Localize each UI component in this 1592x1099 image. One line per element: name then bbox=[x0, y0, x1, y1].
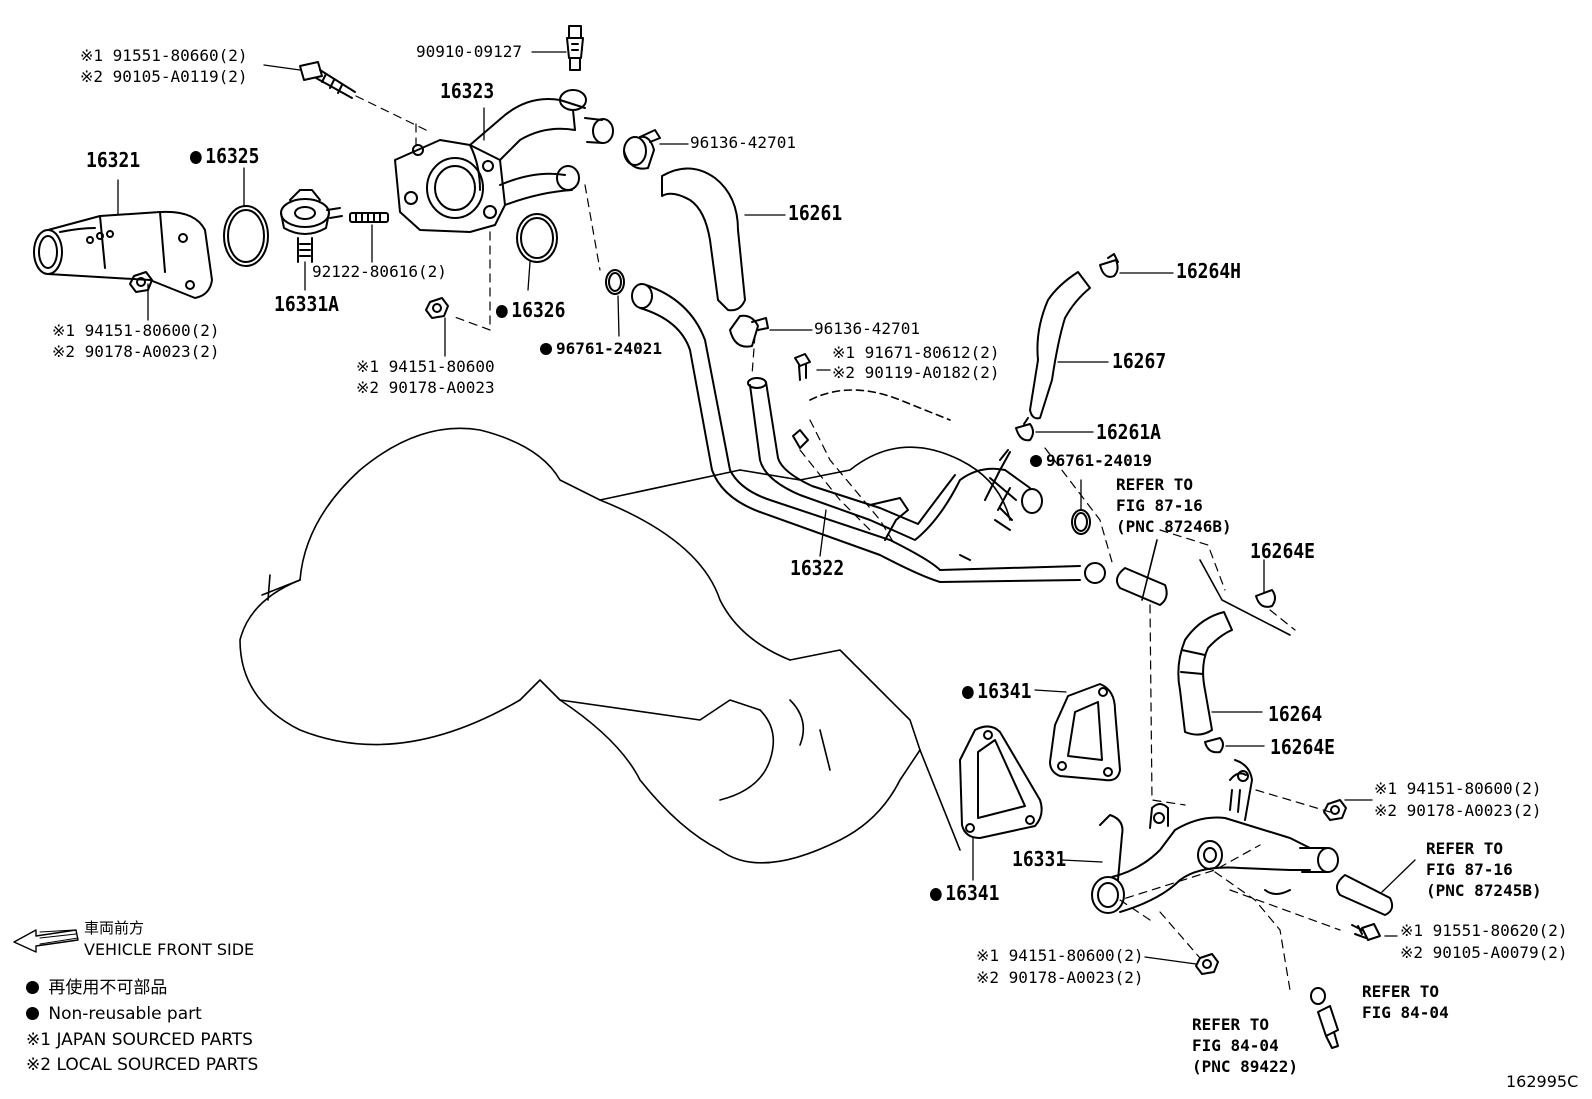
part-16323-water-housing bbox=[394, 89, 614, 233]
label-stud: 92122-80616(2) bbox=[312, 262, 447, 281]
part-16321-water-outlet bbox=[33, 210, 213, 299]
label-16264E-a: 16264E bbox=[1250, 539, 1316, 563]
non-reusable-dot bbox=[962, 686, 974, 699]
hose-16261 bbox=[661, 167, 746, 312]
clamp-16264H bbox=[1099, 253, 1119, 278]
label-ref-a: REFER TO FIG 87-16 (PNC 87246B) bbox=[1116, 475, 1232, 536]
label-16264E-b: 16264E bbox=[1270, 735, 1336, 759]
non-reusable-dot bbox=[190, 151, 202, 164]
label-16261A: 16261A bbox=[1096, 420, 1162, 444]
oring-96761-24021 bbox=[605, 269, 625, 295]
label-nut-right-2: ※2 90178-A0023(2) bbox=[1374, 801, 1542, 820]
sensor-bottom bbox=[1310, 987, 1339, 1049]
sensor-90910 bbox=[566, 25, 584, 71]
front-arrow bbox=[13, 929, 79, 953]
label-bolt-mid-1: ※1 91671-80612(2) bbox=[832, 343, 1000, 362]
clamp-upper bbox=[623, 129, 661, 170]
legend-front-en: VEHICLE FRONT SIDE bbox=[84, 940, 255, 959]
nut-left bbox=[129, 271, 153, 293]
legend-nonreuse-jp: 再使用不可部品 bbox=[26, 978, 167, 998]
diagram-code: 162995C bbox=[1506, 1072, 1579, 1091]
label-clamp-a: 96136-42701 bbox=[690, 133, 796, 152]
gasket-16325 bbox=[223, 205, 269, 267]
oring-96761-24019 bbox=[1071, 509, 1091, 535]
pipe-16322 bbox=[631, 283, 1106, 584]
label-16341-b: 16341 bbox=[930, 882, 999, 904]
gasket-16341-lower bbox=[959, 725, 1043, 839]
clamp-16264E-lower bbox=[1204, 737, 1224, 754]
label-gasket-a: 96761-24021 bbox=[540, 340, 662, 358]
label-bolt-right-2: ※2 90105-A0079(2) bbox=[1400, 943, 1568, 962]
nut-bottom bbox=[1195, 953, 1219, 975]
label-16261: 16261 bbox=[788, 201, 843, 225]
label-ref-c: REFER TO FIG 84-04 bbox=[1362, 982, 1449, 1022]
label-nut-bottom-1: ※1 94151-80600(2) bbox=[976, 946, 1144, 965]
non-reusable-dot bbox=[26, 1007, 39, 1020]
hose-stub-a bbox=[1115, 567, 1168, 606]
label-16331: 16331 bbox=[1012, 847, 1067, 871]
label-16331A: 16331A bbox=[274, 292, 340, 316]
label-top-bolt-2: ※2 90105-A0119(2) bbox=[80, 67, 248, 86]
nut-mid bbox=[425, 297, 449, 319]
bolt-top bbox=[299, 61, 356, 99]
hose-16267 bbox=[1029, 271, 1091, 420]
label-ref-d: REFER TO FIG 84-04 (PNC 89422) bbox=[1192, 1015, 1298, 1076]
legend-front-jp: 車両前方 bbox=[84, 919, 145, 937]
label-nut-mid-2: ※2 90178-A0023 bbox=[356, 378, 495, 397]
stud-92122 bbox=[349, 212, 389, 223]
label-nut-mid-1: ※1 94151-80600 bbox=[356, 357, 495, 376]
label-top-bolt-1: ※1 91551-80660(2) bbox=[80, 46, 248, 65]
label-bolt-mid-2: ※2 90119-A0182(2) bbox=[832, 363, 1000, 382]
label-bolt-right-1: ※1 91551-80620(2) bbox=[1400, 921, 1568, 940]
bolt-right bbox=[1351, 923, 1381, 941]
non-reusable-dot bbox=[540, 343, 552, 355]
label-sensor-top: 90910-09127 bbox=[416, 42, 522, 61]
part-16331-water-inlet bbox=[1091, 759, 1339, 914]
label-16264H: 16264H bbox=[1176, 259, 1242, 283]
non-reusable-dot bbox=[930, 888, 942, 901]
bolt-mid bbox=[794, 353, 811, 381]
label-16325: 16325 bbox=[190, 145, 259, 167]
gasket-16326 bbox=[516, 213, 558, 263]
label-gasket-b: 96761-24019 bbox=[1030, 452, 1152, 470]
label-16326: 16326 bbox=[496, 299, 565, 321]
label-16322: 16322 bbox=[790, 556, 845, 580]
clamp-lower bbox=[729, 314, 769, 348]
label-nut-left-2: ※2 90178-A0023(2) bbox=[52, 342, 220, 361]
label-16323: 16323 bbox=[440, 79, 495, 103]
clamp-16264E-upper bbox=[1255, 589, 1276, 608]
label-nut-right-1: ※1 94151-80600(2) bbox=[1374, 779, 1542, 798]
label-16264: 16264 bbox=[1268, 702, 1323, 726]
label-nut-bottom-2: ※2 90178-A0023(2) bbox=[976, 968, 1144, 987]
hose-stub-b bbox=[1335, 874, 1394, 916]
label-16341-a: 16341 bbox=[962, 680, 1031, 702]
leader-lines bbox=[117, 51, 1416, 965]
label-nut-left-1: ※1 94151-80600(2) bbox=[52, 321, 220, 340]
label-ref-b: REFER TO FIG 87-16 (PNC 87245B) bbox=[1426, 839, 1542, 900]
legend-note-1: ※1 JAPAN SOURCED PARTS bbox=[26, 1030, 253, 1050]
thermostat-16331A bbox=[280, 189, 343, 263]
gasket-16341-upper bbox=[1049, 683, 1121, 782]
label-16321: 16321 bbox=[86, 148, 141, 172]
hose-16264 bbox=[1177, 611, 1233, 736]
non-reusable-dot bbox=[26, 981, 39, 994]
clamp-16261A bbox=[1015, 417, 1034, 442]
nut-right bbox=[1323, 799, 1347, 821]
engine-block-outline bbox=[239, 389, 1011, 864]
non-reusable-dot bbox=[1030, 455, 1042, 467]
refer-lines bbox=[1141, 539, 1291, 636]
label-clamp-b: 96136-42701 bbox=[814, 319, 920, 338]
dashed-lines bbox=[355, 95, 1341, 991]
legend-nonreuse-en: Non-reusable part bbox=[26, 1004, 202, 1024]
non-reusable-dot bbox=[496, 305, 508, 318]
label-16267: 16267 bbox=[1112, 349, 1167, 373]
legend-note-2: ※2 LOCAL SOURCED PARTS bbox=[26, 1055, 259, 1075]
